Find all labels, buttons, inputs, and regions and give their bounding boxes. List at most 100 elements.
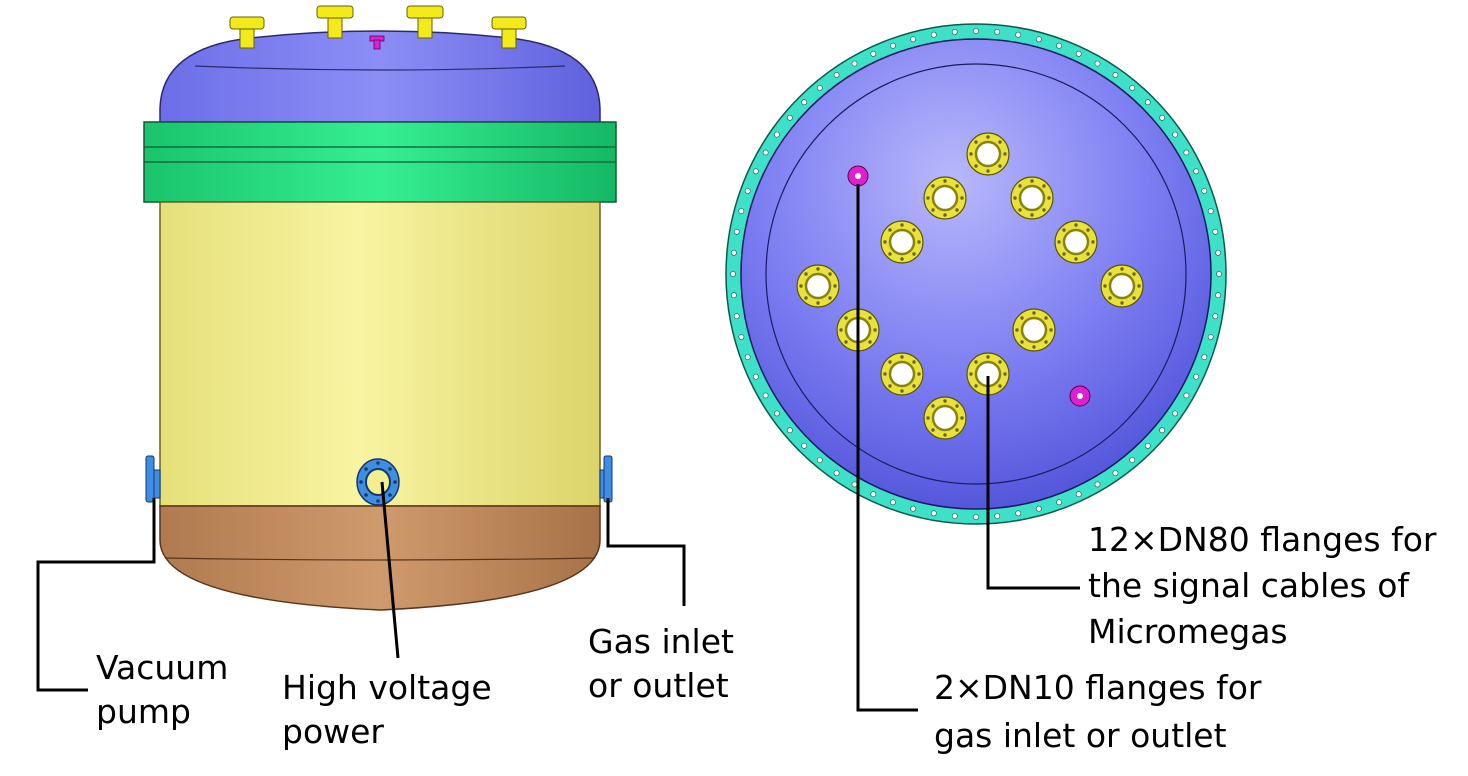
bolt-hole [738, 208, 745, 214]
bolt-hole [1183, 149, 1190, 156]
bolt-hole [731, 292, 737, 299]
bolt-hole [1112, 72, 1119, 78]
bolt-hole [890, 499, 896, 506]
bolt-hole [730, 271, 736, 277]
leader-high-voltage [380, 481, 400, 659]
bolt-hole [1159, 427, 1165, 434]
bolt-hole [1015, 510, 1022, 517]
bolt-hole [816, 457, 823, 463]
bolt-hole [762, 392, 769, 399]
label-vacuum-pump-line2: pump [96, 692, 191, 731]
bolt-hole [1212, 228, 1219, 235]
bolt-hole [731, 249, 737, 256]
top-pink-port [369, 35, 385, 50]
label-gas-port-line1: Gas inlet [588, 622, 734, 661]
bolt-hole [994, 513, 1001, 519]
bolt-hole [1056, 42, 1062, 49]
bolt-hole [910, 36, 916, 43]
bolt-hole [1201, 354, 1208, 360]
label-hv-power-line2: power [282, 712, 384, 751]
bolt-hole [1212, 313, 1219, 320]
label-gas-port-line2: or outlet [588, 666, 729, 705]
bolt-hole [1207, 333, 1214, 340]
bolt-hole [1159, 114, 1165, 121]
bolt-hole [1094, 481, 1101, 488]
bolt-hole [870, 491, 877, 498]
leader-signal-flanges [986, 376, 1080, 590]
bolt-hole [1036, 36, 1042, 43]
bolt-hole [787, 427, 793, 434]
bottom-head [159, 505, 601, 611]
bolt-hole [930, 31, 937, 38]
bolt-hole [1112, 470, 1119, 476]
dn80-flange [923, 396, 967, 440]
bolt-hole [1075, 491, 1082, 498]
top-port-3 [406, 5, 444, 39]
bolt-hole [1075, 50, 1082, 57]
dn80-flange [966, 132, 1010, 176]
bolt-hole [1129, 457, 1136, 463]
gas-port [599, 455, 613, 503]
bolt-hole [1216, 271, 1222, 277]
bolt-hole [1183, 392, 1190, 399]
label-gas-flanges-line1: 2×DN10 flanges for [934, 668, 1262, 707]
bolt-hole [1144, 442, 1151, 449]
dn80-flange [880, 352, 924, 396]
dn10-flange-1 [847, 165, 869, 187]
dn80-flange [1054, 220, 1098, 264]
bolt-hole [851, 481, 858, 488]
bolt-hole [752, 168, 759, 175]
dn80-flange [1012, 308, 1056, 352]
bolt-hole [752, 373, 759, 380]
bolt-hole [1036, 505, 1042, 512]
bolt-hole [851, 60, 858, 67]
bolt-hole [1172, 410, 1178, 417]
dn80-flange [880, 220, 924, 264]
bolt-hole [738, 333, 745, 340]
dn80-flange [923, 176, 967, 220]
bolt-hole [774, 131, 780, 138]
bolt-hole [833, 470, 840, 476]
bolt-hole [801, 99, 808, 106]
bolt-hole [973, 28, 979, 34]
bolt-hole [1201, 187, 1208, 194]
bolt-hole [733, 228, 740, 235]
bolt-hole [870, 50, 877, 57]
bolt-hole [1015, 31, 1022, 38]
label-signal-flanges-line1: 12×DN80 flanges for [1088, 520, 1437, 559]
top-view [725, 23, 1227, 712]
leader-vacuum-pump [36, 498, 156, 692]
bolt-hole [1193, 373, 1200, 380]
label-hv-power-line1: High voltage [282, 668, 492, 707]
bolt-hole [1144, 99, 1151, 106]
bolt-hole [1094, 60, 1101, 67]
top-port-4 [491, 16, 527, 49]
bolt-hole [816, 85, 823, 91]
bolt-hole [951, 513, 958, 519]
high-voltage-port [356, 458, 400, 506]
dn80-flange [796, 264, 840, 308]
bolt-hole [1215, 249, 1221, 256]
bolt-hole [801, 442, 808, 449]
bolt-hole [744, 354, 751, 360]
bolt-hole [1172, 131, 1178, 138]
bolt-hole [951, 28, 958, 35]
bolt-hole [1129, 85, 1136, 91]
bolt-hole [1056, 499, 1062, 506]
bolt-hole [973, 514, 979, 520]
top-head [159, 30, 601, 123]
bolt-hole [787, 114, 793, 121]
label-signal-flanges-line3: Micromegas [1088, 612, 1288, 651]
dn10-flange-2 [1069, 385, 1091, 407]
dn80-flange [1100, 264, 1144, 308]
bolt-hole [733, 313, 740, 320]
bolt-hole [910, 505, 916, 512]
cylinder-body [159, 201, 601, 507]
bolt-hole [930, 510, 937, 517]
bolt-holes [730, 28, 1222, 520]
bolt-hole [744, 187, 751, 194]
bolt-hole [994, 28, 1001, 35]
bolt-hole [833, 72, 840, 78]
label-vacuum-pump-line1: Vacuum [96, 648, 229, 687]
